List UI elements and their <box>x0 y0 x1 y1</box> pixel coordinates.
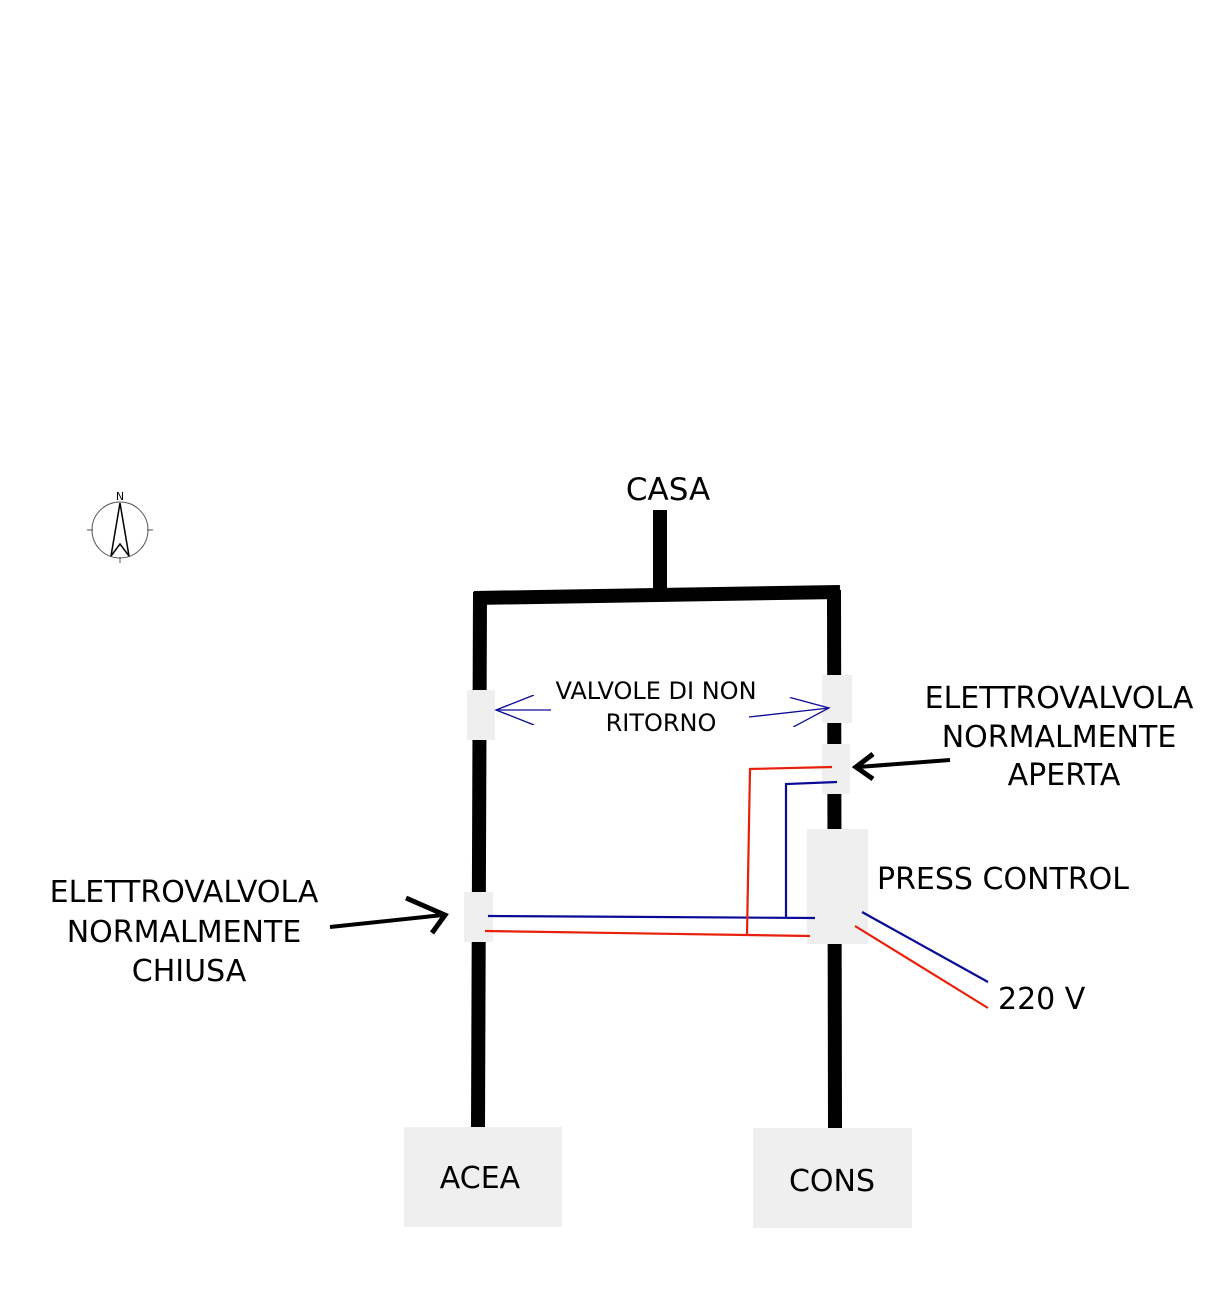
valve-open-label-line1: ELETTROVALVOLA <box>925 681 1194 716</box>
acea-box <box>404 1127 562 1227</box>
check-valve-left <box>467 690 495 740</box>
power-label: 220 V <box>998 982 1086 1017</box>
valve-open-label-line2: NORMALMENTE <box>942 720 1177 755</box>
solenoid-valve-open <box>822 744 850 794</box>
wire-blue-no <box>784 780 838 917</box>
north-label: N <box>116 490 124 503</box>
wire-blue-nc <box>487 914 816 920</box>
pipe-top <box>473 585 841 605</box>
cons-box <box>753 1128 912 1228</box>
acea-label: ACEA <box>440 1161 521 1196</box>
valve-closed-label-line1: ELETTROVALVOLA <box>50 875 319 910</box>
valve-closed-label-line3: CHIUSA <box>132 954 247 989</box>
wire-blue-power <box>861 911 989 983</box>
wire-red-nc <box>484 929 811 938</box>
wire-red-power <box>854 925 989 1009</box>
wiring <box>484 765 989 1009</box>
casa-label: CASA <box>626 472 710 508</box>
check-valves-label-line1: VALVOLE DI NON <box>555 677 756 705</box>
check-valve-right <box>822 675 852 723</box>
check-valves-label-line2: RITORNO <box>606 709 717 737</box>
press-control-label: PRESS CONTROL <box>877 862 1129 897</box>
valve-closed-label-line2: NORMALMENTE <box>67 915 302 950</box>
pipe-left <box>471 591 487 1129</box>
cons-label: CONS <box>789 1164 875 1199</box>
arrow-to-valve-open <box>851 752 951 782</box>
valve-open-label-line3: APERTA <box>1008 758 1121 793</box>
arrow-to-valve-closed <box>329 895 449 935</box>
arrow-to-check-valve-right <box>748 708 829 717</box>
press-control-box <box>807 829 868 944</box>
north-arrow-icon: N <box>87 490 153 563</box>
wire-red-no <box>745 765 833 936</box>
